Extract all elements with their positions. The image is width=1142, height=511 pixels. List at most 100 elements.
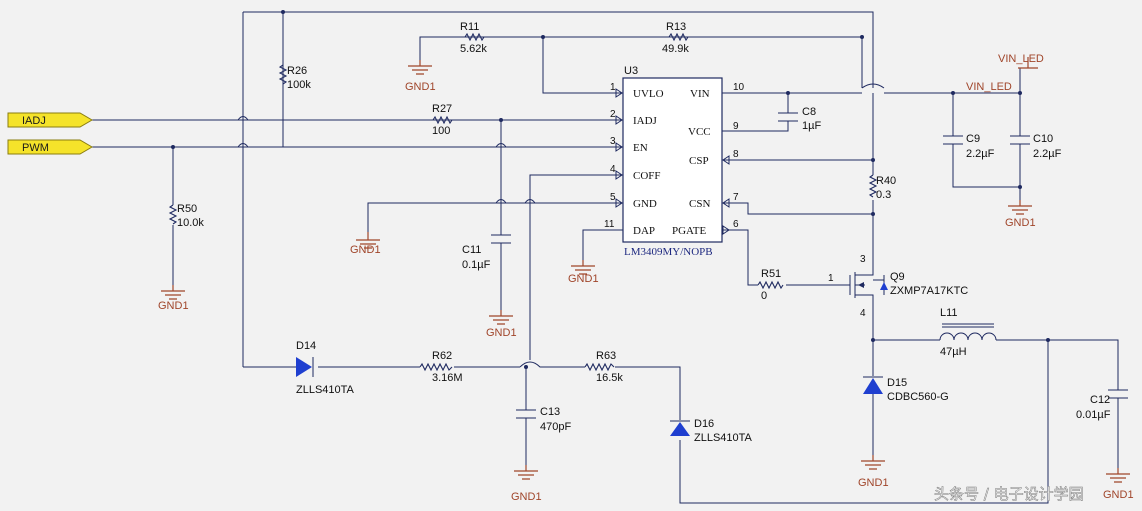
ground-c13: GND1	[511, 465, 542, 503]
svg-text:4: 4	[860, 308, 866, 319]
svg-text:VIN: VIN	[690, 88, 710, 100]
diode-d15: D15 CDBC560-G	[863, 376, 949, 403]
svg-text:VCC: VCC	[688, 126, 711, 138]
svg-text:DAP: DAP	[633, 225, 655, 237]
svg-text:100k: 100k	[287, 79, 311, 91]
svg-text:头条号 / 电子设计学园: 头条号 / 电子设计学园	[934, 485, 1084, 503]
svg-text:5: 5	[610, 192, 616, 203]
svg-text:CDBC560-G: CDBC560-G	[887, 391, 949, 403]
svg-text:R40: R40	[876, 175, 896, 187]
svg-text:GND1: GND1	[405, 81, 436, 93]
svg-text:10: 10	[733, 82, 745, 93]
ground-r50: GND1	[158, 285, 189, 312]
svg-text:9: 9	[733, 121, 739, 132]
svg-text:2.2µF: 2.2µF	[966, 148, 995, 160]
svg-text:GND1: GND1	[511, 491, 542, 503]
svg-text:GND1: GND1	[568, 273, 599, 285]
wires	[90, 11, 1119, 504]
svg-text:Q9: Q9	[890, 271, 905, 283]
svg-text:2: 2	[610, 109, 616, 120]
svg-text:11: 11	[604, 219, 615, 230]
resistor-r51: R51 0	[757, 268, 784, 302]
svg-text:R51: R51	[761, 268, 781, 280]
svg-text:D16: D16	[694, 418, 714, 430]
svg-text:ZLLS410TA: ZLLS410TA	[694, 432, 753, 444]
svg-text:4: 4	[610, 164, 616, 175]
svg-text:C12: C12	[1090, 394, 1110, 406]
svg-text:3: 3	[610, 136, 616, 147]
svg-text:IADJ: IADJ	[22, 115, 46, 127]
svg-text:GND1: GND1	[350, 244, 381, 256]
svg-text:GND1: GND1	[1005, 217, 1036, 229]
svg-text:GND1: GND1	[1103, 489, 1134, 501]
ground-c12: GND1	[1103, 468, 1134, 501]
svg-text:47µH: 47µH	[940, 346, 967, 358]
svg-text:10.0k: 10.0k	[177, 217, 204, 229]
ground-d15: GND1	[858, 455, 889, 489]
svg-text:3: 3	[860, 254, 866, 265]
capacitor-c9: C9 2.2µF	[943, 133, 995, 160]
mosfet-q9: Q9 ZXMP7A17KTC 1 3 4	[828, 254, 968, 319]
svg-text:IADJ: IADJ	[633, 115, 658, 127]
svg-text:6: 6	[733, 219, 739, 230]
svg-text:L11: L11	[940, 307, 958, 319]
ground-c9c10: GND1	[1005, 200, 1036, 229]
diode-d14: D14 ZLLS410TA	[296, 340, 355, 396]
svg-text:GND1: GND1	[158, 300, 189, 312]
svg-text:16.5k: 16.5k	[596, 372, 623, 384]
svg-text:R13: R13	[666, 21, 686, 33]
svg-text:C8: C8	[802, 106, 816, 118]
svg-text:49.9k: 49.9k	[662, 43, 689, 55]
capacitor-c13: C13 470pF	[516, 406, 571, 433]
svg-text:0: 0	[761, 290, 767, 302]
resistor-r13: R13 49.9k	[662, 21, 689, 55]
svg-text:C9: C9	[966, 133, 980, 145]
capacitor-c11: C11 0.1µF	[462, 234, 511, 271]
ground-r11: GND1	[405, 60, 436, 93]
svg-text:COFF: COFF	[633, 170, 661, 182]
svg-text:1: 1	[828, 273, 834, 284]
svg-text:C13: C13	[540, 406, 560, 418]
svg-text:1µF: 1µF	[802, 120, 821, 132]
svg-text:UVLO: UVLO	[633, 88, 664, 100]
svg-text:LM3409MY/NOPB: LM3409MY/NOPB	[624, 246, 713, 258]
resistor-r50: R50 10.0k	[168, 203, 204, 229]
svg-text:GND1: GND1	[486, 327, 517, 339]
svg-text:CSN: CSN	[689, 198, 710, 210]
resistor-r11: R11 5.62k	[460, 21, 487, 55]
watermark: 头条号 / 电子设计学园	[934, 485, 1084, 504]
ground-gnd-pin: GND1	[350, 232, 381, 256]
svg-text:R26: R26	[287, 65, 307, 77]
resistor-r27: R27 100	[432, 103, 453, 137]
svg-text:GND: GND	[633, 198, 657, 210]
svg-text:ZLLS410TA: ZLLS410TA	[296, 384, 355, 396]
capacitor-c8: C8 1µF	[778, 106, 821, 132]
svg-text:PWM: PWM	[22, 142, 49, 154]
svg-text:C11: C11	[462, 244, 481, 256]
svg-text:2.2µF: 2.2µF	[1033, 148, 1062, 160]
svg-text:3.16M: 3.16M	[432, 372, 463, 384]
svg-text:0.1µF: 0.1µF	[462, 259, 491, 271]
svg-text:R63: R63	[596, 350, 616, 362]
capacitor-c10: C10 2.2µF	[1010, 133, 1062, 160]
svg-text:VIN_LED: VIN_LED	[998, 53, 1044, 65]
resistor-r62: R62 3.16M	[419, 350, 463, 384]
port-pwm: PWM	[7, 139, 93, 155]
svg-text:C10: C10	[1033, 133, 1053, 145]
svg-text:470pF: 470pF	[540, 421, 571, 433]
svg-text:ZXMP7A17KTC: ZXMP7A17KTC	[890, 285, 968, 297]
svg-text:8: 8	[733, 149, 739, 160]
svg-text:CSP: CSP	[689, 155, 709, 167]
svg-text:R50: R50	[177, 203, 197, 215]
port-iadj: IADJ	[7, 112, 93, 128]
svg-text:EN: EN	[633, 142, 648, 154]
svg-text:D15: D15	[887, 377, 907, 389]
svg-text:0.01µF: 0.01µF	[1076, 409, 1111, 421]
svg-text:PGATE: PGATE	[672, 225, 707, 237]
ic-u3: U3 LM3409MY/NOPB 1 UVLO 2 IADJ 3 EN 4 CO…	[604, 65, 745, 258]
ground-c11: GND1	[486, 310, 517, 339]
ground-dap: GND1	[568, 260, 599, 285]
svg-text:VIN_LED: VIN_LED	[966, 81, 1012, 93]
svg-text:R27: R27	[432, 103, 452, 115]
